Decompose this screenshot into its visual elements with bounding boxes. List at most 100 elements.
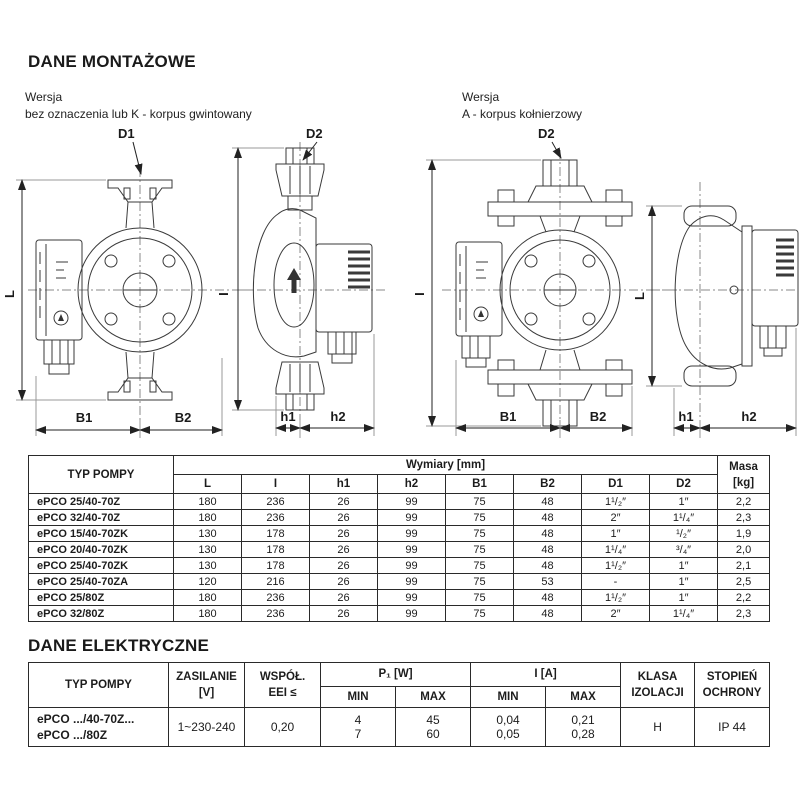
right-version-line2: A - korpus kołnierzowy [462,107,583,121]
cell: 2,1 [717,557,771,574]
cell: 120 [173,573,242,590]
dim-header-masa: Masa [kg] [717,455,771,494]
cell: 75 [445,509,514,526]
cell: 178 [241,557,310,574]
cell: 75 [445,589,514,606]
cell: 75 [445,525,514,542]
cell: IP 44 [694,707,771,747]
cell: 2″ [581,509,650,526]
cell: 1″ [648,589,719,606]
el-header-stopien: STOPIEŃ OCHRONY [694,662,771,708]
cell: 180 [173,605,242,622]
dim-label-i-right: I [412,292,427,296]
dim-col-D2: D2 [648,474,719,494]
technical-drawings: D1 L B1 B2 [2,126,799,438]
cell: 2,2 [717,493,771,510]
left-version-line1: Wersja [25,90,63,104]
dim-col-B2: B2 [513,474,582,494]
dim-label-d2-right: D2 [538,126,555,141]
dim-header-type: TYP POMPY [28,455,174,494]
cell: 1¹/₂″ [581,493,650,510]
el-header-p1: P₁ [W] [319,662,472,687]
i-min-1: 0,04 [496,713,520,727]
cell: 75 [445,493,514,510]
dim-label-h1-left: h1 [280,409,295,424]
el-type2: ePCO .../80Z [37,728,108,742]
cell: 75 [445,541,514,558]
cell: 99 [377,557,446,574]
cell: ¹/₂″ [648,525,719,542]
electric-section-title: DANE ELEKTRYCZNE [28,636,210,655]
cell: 1,9 [717,525,771,542]
cell: 178 [241,541,310,558]
dim-label-b2-right: B2 [590,409,607,424]
cell: 75 [445,605,514,622]
el-type1: ePCO .../40-70Z... [37,712,135,726]
montage-section-title: DANE MONTAŻOWE [28,52,196,71]
cell: 236 [241,589,310,606]
el-header-klasa: KLASA IZOLACJI [620,662,696,708]
masa-line1: Masa [729,460,758,473]
dim-header-group: Wymiary [mm] [172,455,719,475]
cell: 130 [173,541,242,558]
cell: 48 [513,557,582,574]
left-version-line2: bez oznaczenia lub K - korpus gwintowany [25,107,252,121]
dim-label-b1-left: B1 [76,410,93,425]
cell: 2,5 [717,573,771,590]
dimensions-table: TYP POMPY Wymiary [mm] Masa [kg] L I h1 … [28,455,771,622]
cell: 1¹/₂″ [581,589,650,606]
cell: 0,04 0,05 [470,707,547,747]
dim-label-d1-left: D1 [118,126,135,141]
p1-min-1: 4 [354,713,362,727]
i-min-2: 0,05 [496,727,520,741]
pump-type: ePCO 32/80Z [28,605,174,622]
cell: H [620,707,696,747]
flanged-side-view [650,182,799,436]
cell: 1″ [648,493,719,510]
p1-max-2: 60 [426,727,440,741]
cell: 26 [309,493,378,510]
cell: 1¹/₂″ [581,557,650,574]
i-max-1: 0,21 [571,713,595,727]
cell: 130 [173,557,242,574]
dim-col-I: I [241,474,310,494]
cell: 48 [513,589,582,606]
el-header-zasilanie: ZASILANIE [V] [168,662,245,708]
cell: 48 [513,493,582,510]
eei-line2: EEI ≤ [268,687,297,699]
cell: 26 [309,573,378,590]
cell: 48 [513,525,582,542]
cell: 75 [445,573,514,590]
pump-type: ePCO 25/80Z [28,589,174,606]
stopien-line2: OCHRONY [702,687,762,699]
threaded-side-dimensions [232,141,375,438]
cell: 75 [445,557,514,574]
dim-col-B1: B1 [445,474,514,494]
eei-line1: WSPÓŁ. [259,671,306,683]
pump-type: ePCO 25/40-70Z [28,493,174,510]
cell: 99 [377,605,446,622]
el-header-i: I [A] [470,662,622,687]
cell: 236 [241,605,310,622]
cell: 45 60 [394,707,472,747]
dim-label-h1-right: h1 [678,409,693,424]
dim-col-L: L [173,474,242,494]
dim-label-b1-right: B1 [500,409,517,424]
zasilanie-line1: ZASILANIE [176,671,237,683]
cell: 26 [309,557,378,574]
zasilanie-line2: [V] [198,687,215,699]
flanged-front-view [442,150,678,436]
masa-line2: [kg] [733,476,755,489]
el-i-min: MIN [470,685,547,709]
el-p1-max: MAX [394,685,472,709]
cell: 26 [309,605,378,622]
cell: 99 [377,493,446,510]
cell: 1¹/₄″ [648,509,719,526]
cell: 2″ [581,605,650,622]
cell: - [581,573,650,590]
stopien-line1: STOPIEŃ [706,671,758,683]
electrical-table: TYP POMPY ZASILANIE [V] WSPÓŁ. EEI ≤ P₁ … [28,662,771,747]
el-pump-types: ePCO .../40-70Z... ePCO .../80Z [28,707,169,747]
